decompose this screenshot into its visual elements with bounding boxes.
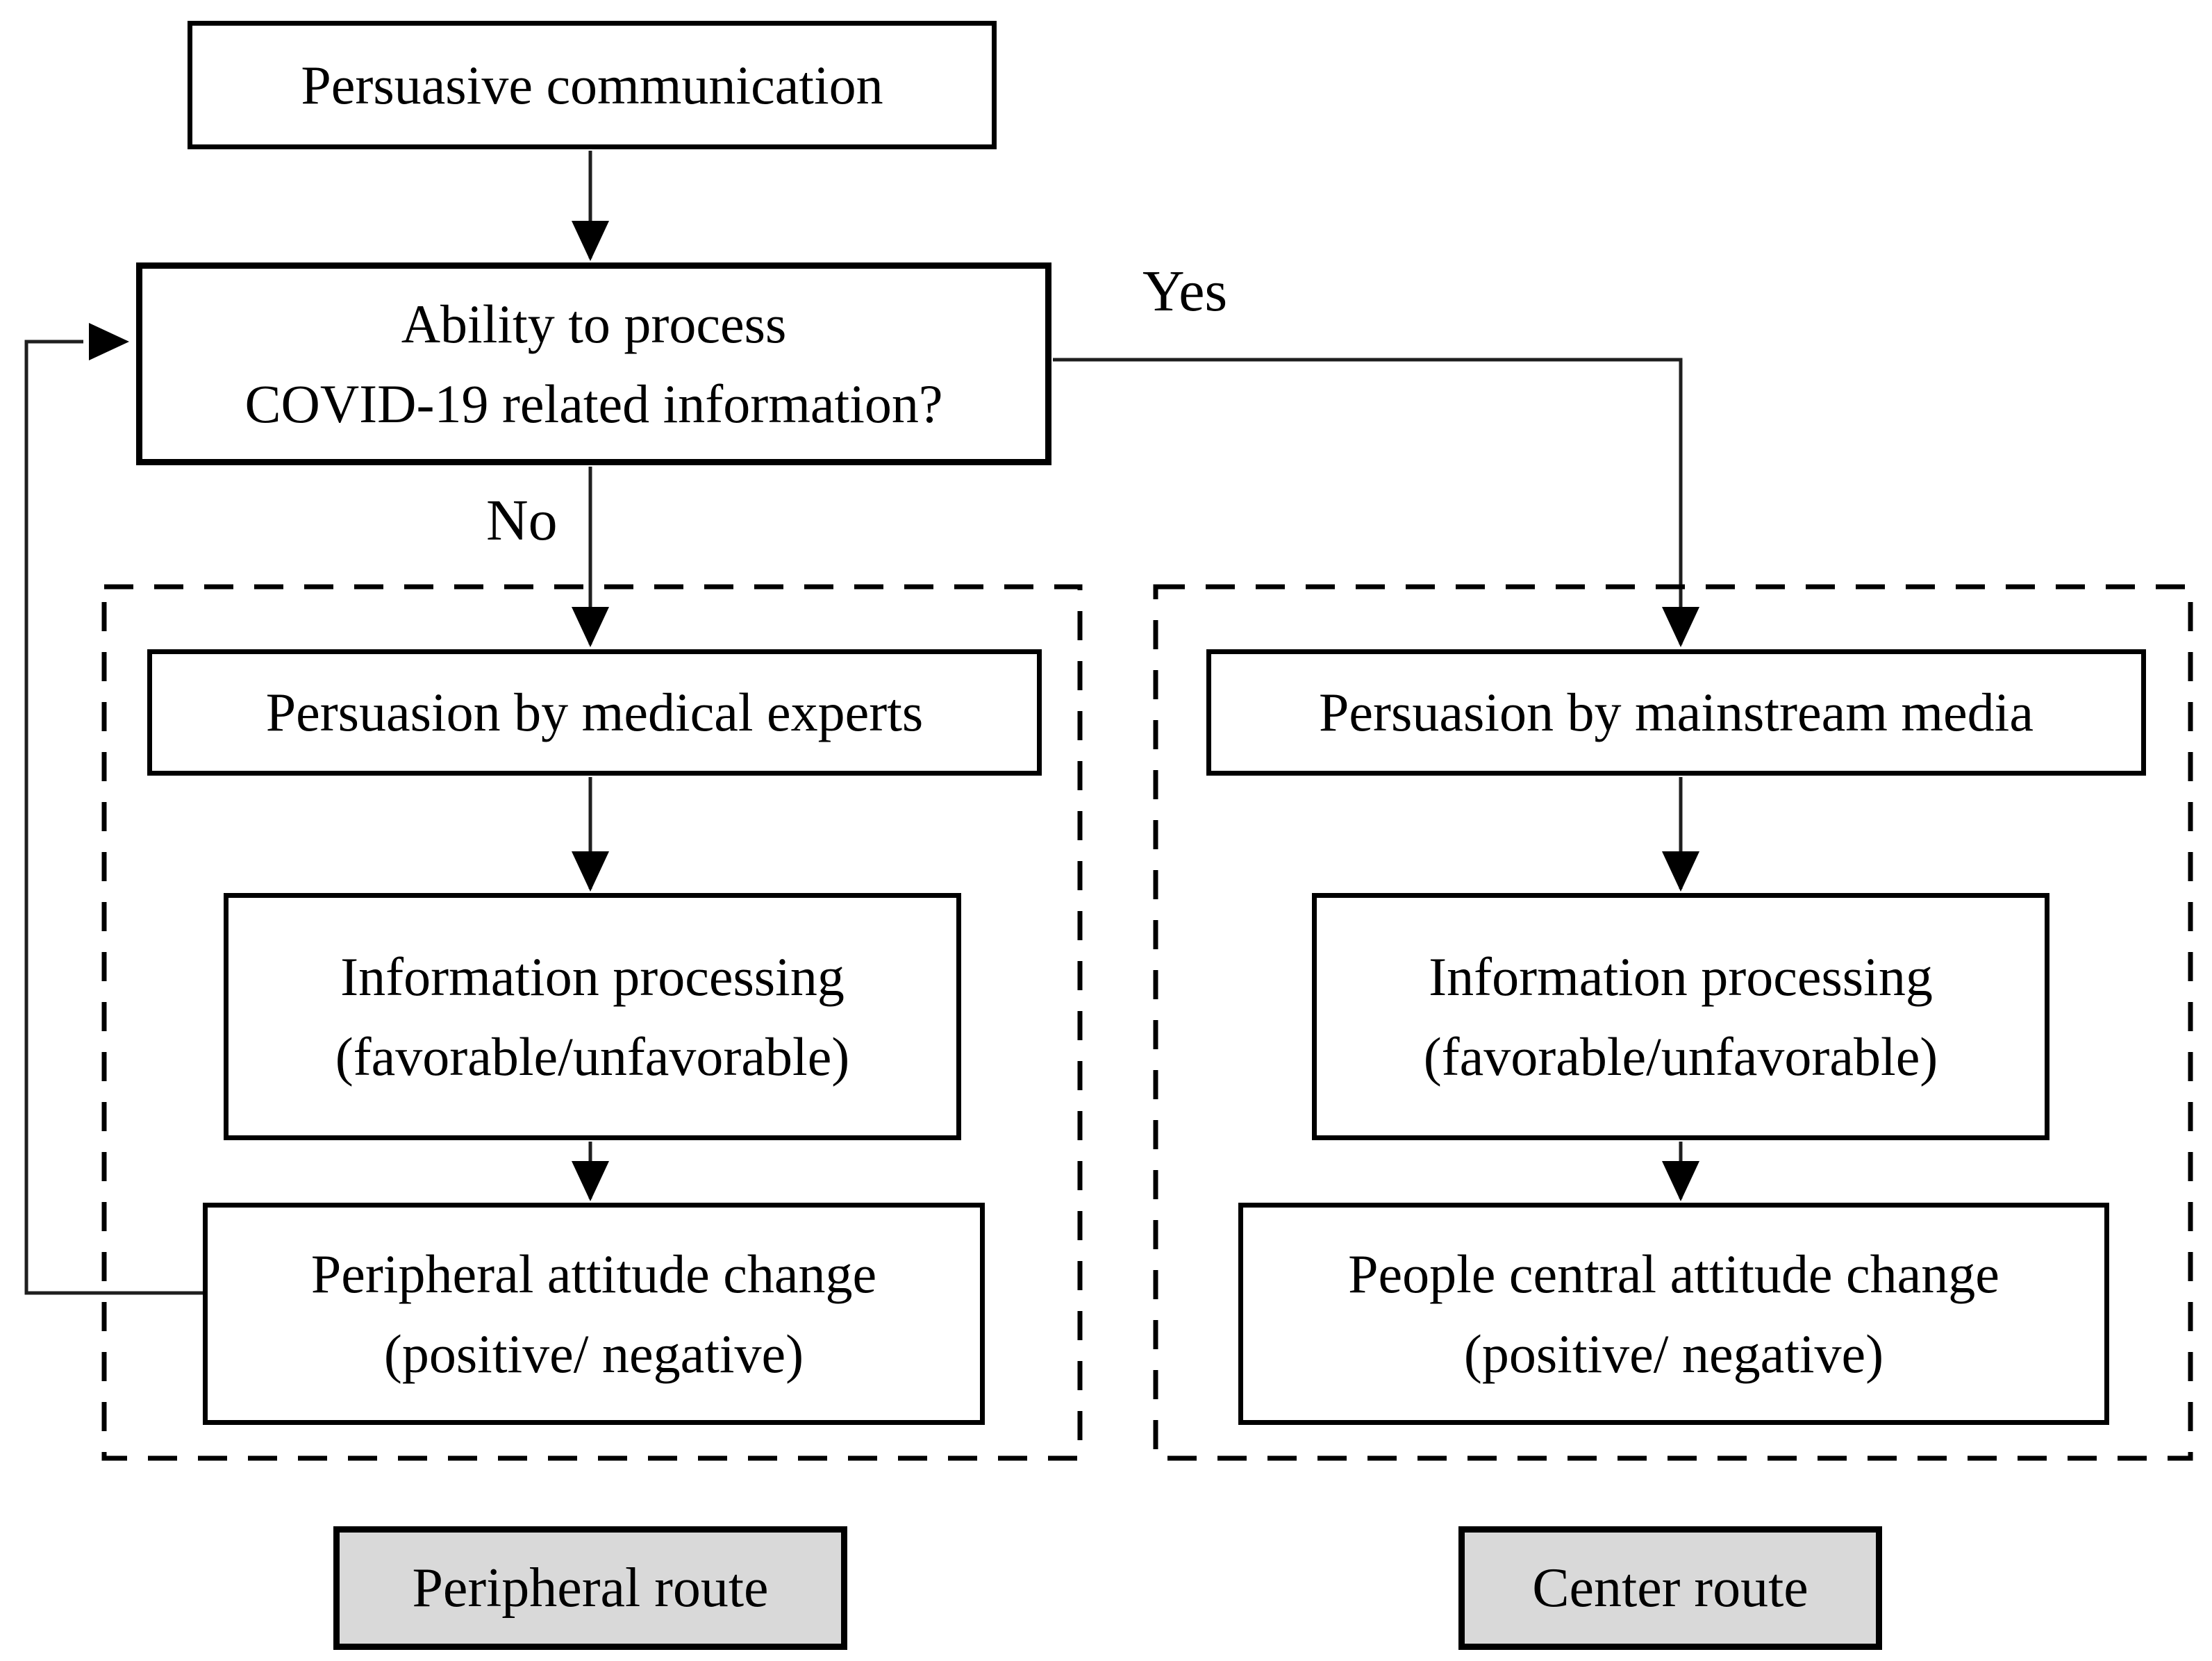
arrowhead-to-ability (572, 221, 609, 261)
node-peripheral-attitude-change: Peripheral attitude change (positive/ ne… (203, 1203, 985, 1425)
node-info-processing-left: Information processing (favorable/unfavo… (224, 893, 961, 1140)
peripheral-route-dashed-region (101, 584, 1083, 1461)
arrowhead-to-info-right (1662, 851, 1699, 892)
edge-label-no: No (486, 488, 558, 553)
node-info-processing-right-line-2: (favorable/unfavorable) (1423, 1026, 1938, 1087)
legend-center-route-label: Center route (1532, 1557, 1808, 1619)
arrow-yes-branch (1053, 358, 1683, 644)
node-peripheral-attitude-change-line-1: Peripheral attitude change (310, 1243, 877, 1304)
legend-peripheral-route-label: Peripheral route (412, 1557, 769, 1619)
arrowhead-to-peripheral-change (572, 1161, 609, 1201)
arrowhead-to-info-left (572, 851, 609, 892)
node-persuasive-communication: Persuasive communication (188, 21, 997, 149)
arrowhead-no (572, 607, 609, 647)
node-people-central-attitude-change-line-2: (positive/ negative) (1463, 1324, 1884, 1384)
node-people-central-attitude-change: People central attitude change (positive… (1238, 1203, 2109, 1425)
node-persuasion-mainstream-media: Persuasion by mainstream media (1206, 649, 2146, 776)
node-persuasive-communication-label: Persuasive communication (301, 54, 883, 115)
edge-label-yes: Yes (1142, 259, 1228, 324)
node-info-processing-left-line-2: (favorable/unfavorable) (335, 1026, 850, 1087)
node-info-processing-left-line-1: Information processing (340, 946, 845, 1007)
node-ability-line-2: COVID-19 related information? (244, 374, 943, 434)
node-persuasion-mainstream-media-label: Persuasion by mainstream media (1319, 682, 2034, 743)
node-persuasion-medical-experts: Persuasion by medical experts (147, 649, 1042, 776)
legend-center-route: Center route (1458, 1526, 1882, 1650)
node-info-processing-right-line-1: Information processing (1429, 946, 1933, 1007)
arrowhead-yes (1662, 607, 1699, 647)
node-ability-to-process: Ability to process COVID-19 related info… (136, 262, 1051, 465)
legend-peripheral-route: Peripheral route (333, 1526, 847, 1650)
node-info-processing-right: Information processing (favorable/unfavo… (1312, 893, 2049, 1140)
node-persuasion-medical-experts-label: Persuasion by medical experts (265, 682, 924, 743)
feedback-loop-line (24, 340, 203, 1295)
node-people-central-attitude-change-line-1: People central attitude change (1348, 1243, 1999, 1304)
node-peripheral-attitude-change-line-2: (positive/ negative) (383, 1324, 804, 1384)
node-ability-line-1: Ability to process (401, 293, 787, 354)
center-route-dashed-region (1153, 584, 2193, 1461)
arrowhead-feedback (89, 323, 129, 360)
arrowhead-to-central-change (1662, 1161, 1699, 1201)
